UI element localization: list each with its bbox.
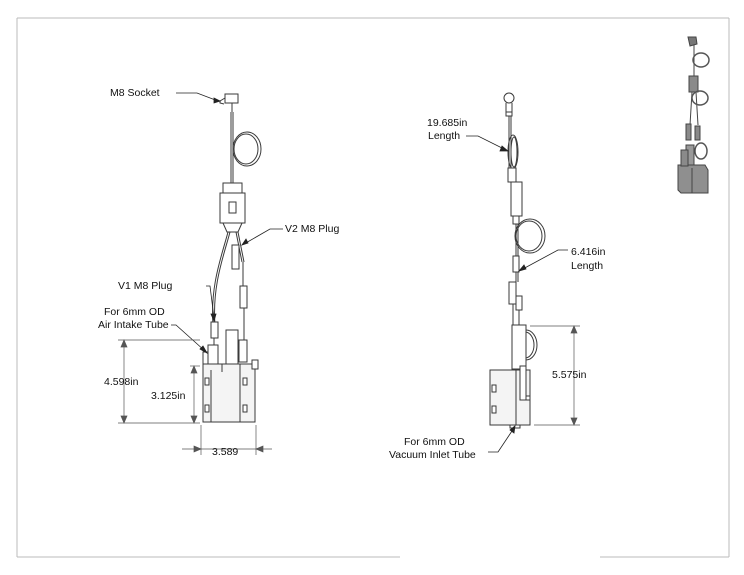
side-m8-socket	[503, 92, 515, 117]
side-view-leaders	[466, 135, 568, 453]
dimension-5575: 5.575in	[552, 369, 587, 381]
y-splitter-block	[219, 182, 246, 233]
isometric-thumbnail	[677, 36, 710, 194]
side-coil-2	[514, 218, 546, 254]
dimension-3125: 3.125in	[151, 390, 186, 402]
side-view-assembly	[489, 92, 546, 429]
side-main-body	[489, 365, 531, 429]
v2-m8-plug-label: V2 M8 Plug	[285, 223, 340, 235]
v1-m8-plug-label: V1 M8 Plug	[118, 280, 173, 292]
side-view-dimensions	[530, 325, 580, 426]
cable-length-value-2: 6.416in	[571, 246, 606, 258]
vacuum-inlet-label-line2: Vacuum Inlet Tube	[389, 449, 476, 461]
vacuum-inlet-label-line1: For 6mm OD	[404, 436, 465, 448]
cable-length-word-1: Length	[428, 130, 461, 142]
air-intake-label-line2: Air Intake Tube	[98, 319, 169, 331]
air-intake-label-line1: For 6mm OD	[104, 306, 165, 318]
cable-coil	[232, 131, 262, 167]
valve-main-body	[202, 359, 259, 423]
side-splitter	[507, 167, 523, 225]
m8-socket-connector	[219, 93, 239, 112]
front-view-leaders	[171, 92, 283, 355]
m8-socket-label: M8 Socket	[110, 87, 160, 99]
sheet-border	[16, 17, 730, 558]
front-view-dimensions	[118, 339, 272, 455]
dimension-3589: 3.589	[212, 446, 239, 458]
dimension-4598: 4.598in	[104, 376, 139, 388]
cable-length-word-2: Length	[571, 260, 604, 272]
valve-body-upper	[202, 329, 248, 366]
cable-length-value-1: 19.685in	[427, 117, 468, 129]
v2-branch-cable	[231, 231, 248, 340]
front-view-assembly	[202, 93, 262, 423]
